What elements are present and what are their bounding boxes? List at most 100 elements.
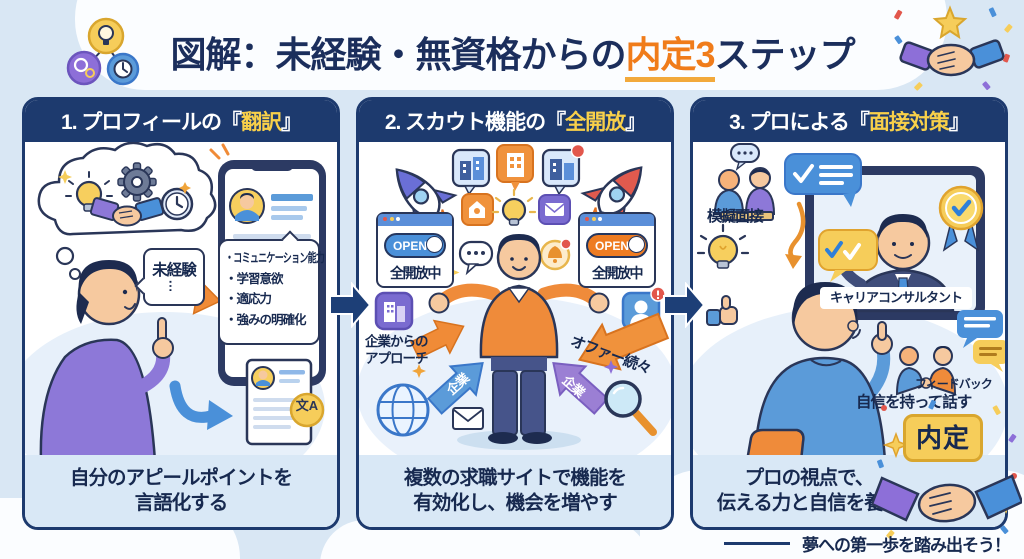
job-offer-badge: 内定: [903, 414, 983, 462]
caption-line: 複数の求職サイトで機能を: [403, 466, 627, 489]
step2-panel: 2. スカウト機能の『全開放』: [356, 97, 674, 530]
blue-curved-arrow-icon: [169, 380, 233, 430]
toggle-knob[interactable]: [628, 236, 645, 253]
checked-message-bubble-icon: [784, 153, 862, 207]
bell-notify-icon: [539, 238, 572, 271]
approach-arrow-icon: [410, 319, 465, 360]
open-toggle[interactable]: OPEN: [586, 233, 648, 258]
window-dot: [389, 217, 394, 221]
chat-bubbles-icon: [957, 310, 1005, 372]
dots-chat-bubble-icon: [458, 240, 494, 276]
step3-illustration: 模擬面接 キャリアコンサルタント フィードバック 自信を持って話す: [693, 142, 1005, 461]
caption-line: 言語化する: [134, 492, 229, 514]
job-seeker-person: [39, 260, 174, 461]
scout-toggle-window: OPEN 全開放中: [578, 212, 656, 288]
toggle-status: 全開放中: [592, 265, 644, 281]
company-building-tile-icon: [374, 291, 414, 331]
translate-document-icon: [245, 358, 325, 446]
window-dot: [585, 217, 589, 221]
handshake-icon: [89, 197, 165, 227]
clock-icon: [160, 187, 194, 221]
caption-line: 有効化し、機会を増やす: [413, 492, 618, 514]
confetti-icon: [894, 7, 1013, 91]
double-check-bubble-icon: [818, 229, 878, 282]
title-suffix: ステップ: [714, 34, 856, 75]
trailing-dots: …: [166, 279, 182, 292]
strength-item: 強みの明確化: [225, 310, 314, 331]
thumbs-up-icon: [706, 295, 738, 326]
strengths-list-bubble: コミュニケーション能力 学習意欲 適応力 強みの明確化: [218, 230, 325, 345]
gear-icon: [117, 162, 157, 202]
step-arrow-icon: [663, 282, 705, 328]
closing-tagline: 夢への第一歩を踏み出そう！: [660, 531, 1011, 556]
inexperienced-speech-bubble: 未経験 …: [134, 248, 205, 306]
building-bubble-notify-icon: [541, 143, 586, 196]
step1-caption: 自分のアピールポイントを 言語化する: [25, 455, 337, 527]
step2-scene: [359, 143, 671, 461]
translate-badge-icon: [289, 392, 325, 428]
building-bubble-icon: [451, 148, 491, 196]
window-titlebar: [378, 214, 452, 226]
page-title: 図解：未経験・無資格からの内定3ステップ: [140, 26, 885, 82]
window-dot: [383, 217, 387, 221]
quote-open: 『: [545, 111, 566, 134]
translate-badge-label: 文A: [295, 398, 319, 413]
house-bubble-icon: [461, 193, 494, 226]
globe-icon: [376, 383, 430, 437]
caption-line: 伝える力と自信を養う: [716, 492, 902, 514]
handshake-icon: [872, 474, 1022, 523]
company-arrow-icon: [426, 362, 484, 415]
feedback-label: フィードバック: [915, 377, 993, 391]
feedback-handshake-icon: [895, 346, 957, 396]
quote-open: 『: [848, 111, 870, 134]
idea-gear-clock-badges-icon: [66, 17, 140, 86]
inexperienced-text: 未経験: [152, 262, 197, 279]
envelope-icon: [452, 407, 484, 430]
toggle-knob[interactable]: [426, 236, 443, 253]
curved-arrow-icon: [785, 201, 806, 269]
company-arrow-icon: [552, 362, 610, 415]
step3-title: 3. プロによる『面接対策』: [693, 100, 1005, 142]
mock-interview-label: 模擬面接: [707, 208, 764, 225]
thought-trail: [55, 246, 75, 266]
scout-user-open-arms: [428, 234, 610, 444]
step1-title-highlight: 翻訳: [240, 111, 282, 134]
lightbulb-icon: [491, 188, 537, 226]
candidate-back-view: [745, 282, 893, 461]
lightbulb-icon: [696, 223, 750, 269]
consultant-label: キャリアコンサルタント: [820, 287, 972, 309]
window-dot: [396, 217, 400, 221]
mock-interview-icon: [713, 143, 776, 221]
title-highlight: 内定3: [625, 34, 716, 82]
offer-arrow-icon: [577, 312, 670, 371]
tagline-rule: [724, 542, 790, 545]
magnifier-icon: [604, 380, 657, 436]
caption-line: プロの視点で、: [744, 466, 875, 489]
approach-line: 企業からの: [365, 334, 428, 349]
step3-title-highlight: 面接対策: [868, 111, 950, 134]
strength-item: 適応力: [225, 289, 314, 310]
job-offer-handshake-icon: [872, 399, 1022, 539]
toggle-label: OPEN: [595, 238, 630, 253]
window-dot: [591, 217, 596, 221]
tagline-text: 夢への第一歩を踏み出そう！: [802, 536, 1011, 555]
step-arrow-icon: [329, 282, 371, 328]
step2-title: 2. スカウト機能の『全開放』: [359, 100, 671, 142]
title-prefix: 図解：未経験・無資格からの: [170, 34, 626, 75]
window-dot: [598, 217, 602, 221]
step2-title-text: 2. スカウト機能の: [384, 111, 546, 134]
thought-cloud-icon: [37, 142, 217, 236]
strengths-list: コミュニケーション能力 学習意欲 適応力 強みの明確化: [225, 248, 325, 331]
company-approach-label: 企業からの アプローチ: [365, 334, 428, 368]
sparkle-icon: [209, 143, 230, 160]
step3-title-text: 3. プロによる: [729, 111, 850, 134]
step2-caption: 複数の求職サイトで機能を 有効化し、機会を増やす: [359, 455, 671, 527]
step2-title-highlight: 全開放: [565, 111, 626, 134]
quote-close: 』: [948, 111, 970, 134]
open-toggle[interactable]: OPEN: [384, 233, 446, 258]
step2-illustration: OPEN 全開放中 OPEN 全開放中 企業からの アプロー: [359, 142, 671, 461]
envelope-bubble-icon: [538, 194, 571, 225]
approach-line: アプローチ: [365, 350, 428, 366]
strength-item: 学習意欲: [225, 269, 314, 290]
